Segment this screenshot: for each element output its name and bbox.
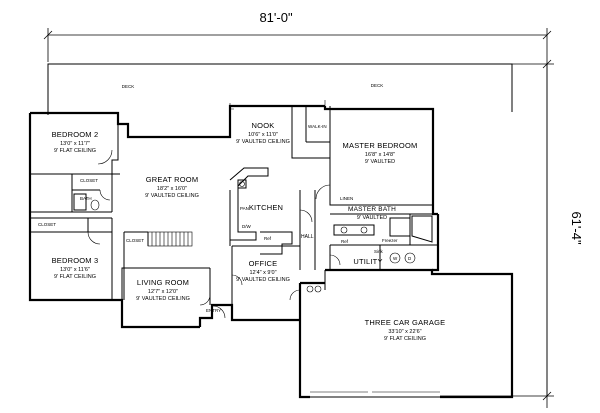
room-garage: THREE CAR GARAGE 33'10" x 22'6" 9' FLAT … bbox=[365, 318, 446, 342]
garage-size: 33'10" x 22'6" bbox=[388, 329, 421, 335]
master-bedroom-name: MASTER BEDROOM bbox=[343, 141, 418, 150]
width-dimension-label: 81'-0" bbox=[259, 10, 293, 25]
minor-labels: CLOSET BATH CLOSET CLOSET WALK-IN LINEN … bbox=[38, 124, 412, 313]
bedroom-2-size: 13'0" x 11'7" bbox=[60, 141, 90, 147]
bedroom-2-name: BEDROOM 2 bbox=[52, 130, 99, 139]
office-name: OFFICE bbox=[249, 259, 278, 268]
freezer-label: Freezer bbox=[382, 238, 398, 243]
master-bedroom-ceiling: 9' VAULTED bbox=[365, 159, 395, 165]
bedroom-3-name: BEDROOM 3 bbox=[52, 256, 99, 265]
living-room-name: LIVING ROOM bbox=[137, 278, 189, 287]
garage-walls bbox=[298, 268, 514, 399]
master-bath-name: MASTER BATH bbox=[348, 206, 396, 213]
room-office: OFFICE 12'4" x 9'0" 9' VAULTED CEILING bbox=[236, 259, 290, 283]
office-size: 12'4" x 9'0" bbox=[249, 270, 276, 276]
deck-right-label: DECK bbox=[371, 83, 384, 88]
utility-name: UTILITY bbox=[353, 257, 382, 266]
walk-in-label: WALK-IN bbox=[308, 124, 327, 129]
entry-label: ENTRY bbox=[206, 308, 221, 313]
deck: DECK DECK bbox=[47, 63, 513, 115]
garage-ceiling: 9' FLAT CEILING bbox=[384, 336, 426, 342]
great-room-size: 18'2" x 16'0" bbox=[157, 186, 187, 192]
hall-label: HALL bbox=[301, 234, 314, 240]
room-master-bath: MASTER BATH 9' VAULTED bbox=[348, 206, 396, 221]
master-bath-ceiling: 9' VAULTED bbox=[357, 215, 387, 221]
great-room-ceiling: 9' VAULTED CEILING bbox=[145, 193, 199, 199]
garage-name: THREE CAR GARAGE bbox=[365, 318, 446, 327]
depth-dimension-label: 61'-4" bbox=[569, 211, 584, 245]
bath-label: BATH bbox=[80, 196, 92, 201]
fixtures bbox=[73, 167, 433, 293]
great-room-name: GREAT ROOM bbox=[146, 175, 199, 184]
closet-bed2-label: CLOSET bbox=[80, 178, 98, 183]
room-bedroom-2: BEDROOM 2 13'0" x 11'7" 9' FLAT CEILING bbox=[52, 130, 99, 154]
sink-label: Sink bbox=[374, 249, 384, 254]
linen-label: LINEN bbox=[340, 196, 353, 201]
living-room-ceiling: 9' VAULTED CEILING bbox=[136, 296, 190, 302]
bedroom-2-ceiling: 9' FLAT CEILING bbox=[54, 148, 96, 154]
room-bedroom-3: BEDROOM 3 13'0" x 11'6" 9' FLAT CEILING bbox=[52, 256, 99, 280]
doors bbox=[87, 149, 341, 319]
nook-size: 10'6" x 11'0" bbox=[248, 132, 278, 138]
closet-bed3-label: CLOSET bbox=[38, 222, 56, 227]
living-room-size: 12'7" x 12'0" bbox=[148, 289, 178, 295]
ref2-label: Ref bbox=[341, 239, 349, 244]
room-utility: UTILITY bbox=[353, 257, 382, 266]
depth-dimension: 61'-4" bbox=[440, 59, 584, 401]
room-great-room: GREAT ROOM 18'2" x 16'0" 9' VAULTED CEIL… bbox=[145, 175, 199, 199]
staircase bbox=[147, 231, 193, 247]
width-dimension: 81'-0" bbox=[43, 10, 552, 408]
dw-label: D/W bbox=[242, 224, 252, 229]
nook-name: NOOK bbox=[252, 121, 275, 130]
office-ceiling: 9' VAULTED CEILING bbox=[236, 277, 290, 283]
room-nook: NOOK 10'6" x 11'0" 9' VAULTED CEILING bbox=[236, 121, 290, 145]
washer-label: W bbox=[393, 256, 398, 261]
bedroom-3-ceiling: 9' FLAT CEILING bbox=[54, 274, 96, 280]
nook-ceiling: 9' VAULTED CEILING bbox=[236, 139, 290, 145]
pantry-label: PAN bbox=[240, 206, 249, 211]
room-living-room: LIVING ROOM 12'7" x 12'0" 9' VAULTED CEI… bbox=[136, 278, 190, 302]
ref-label: Ref bbox=[264, 236, 272, 241]
deck-left-label: DECK bbox=[122, 84, 135, 89]
dryer-label: D bbox=[408, 256, 412, 261]
master-bedroom-size: 16'8" x 14'8" bbox=[365, 152, 395, 158]
kitchen-name: KITCHEN bbox=[249, 203, 283, 212]
room-kitchen: KITCHEN bbox=[249, 203, 283, 212]
bedroom-3-size: 13'0" x 11'6" bbox=[60, 267, 90, 273]
room-master-bedroom: MASTER BEDROOM 16'8" x 14'8" 9' VAULTED bbox=[343, 141, 418, 165]
closet-hall-label: CLOSET bbox=[126, 238, 144, 243]
